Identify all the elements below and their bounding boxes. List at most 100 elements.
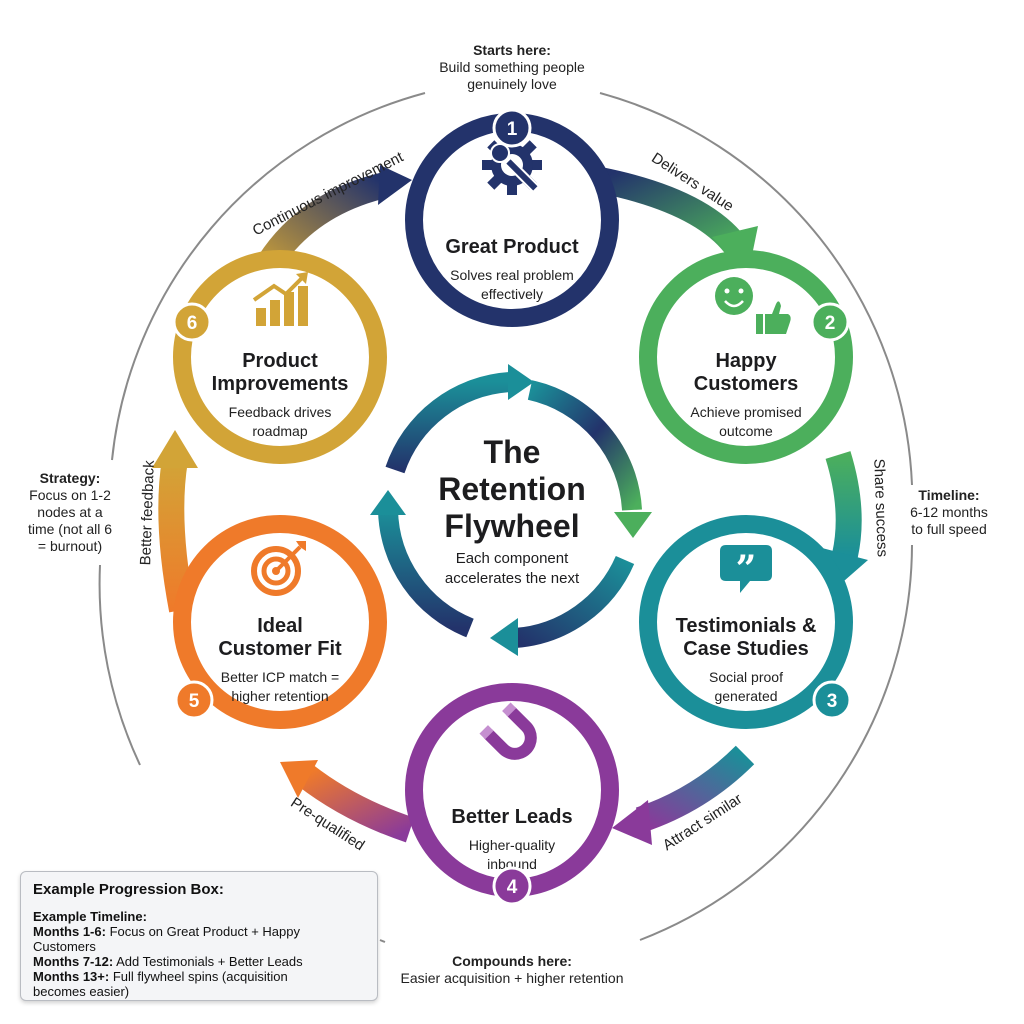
connector-arrow-4-5 (297, 764, 415, 843)
center-subtitle-line-1: Each component (456, 550, 569, 567)
timeline-line-2: to full speed (911, 521, 987, 537)
bar-chart-growth-icon (252, 272, 308, 326)
timeline-line-1: 6-12 months (910, 504, 988, 520)
node-description: Feedback drives (229, 404, 332, 420)
node-number-badge: 2 (810, 302, 850, 342)
strategy-line-4: = burnout) (37, 538, 103, 554)
node-number: 5 (189, 691, 200, 712)
compounds-here-title: Compounds here: (452, 953, 572, 969)
center-arc-left (378, 509, 474, 638)
example-row-text: Add Testimonials + Better Leads (113, 954, 303, 969)
starts-here-title: Starts here: (473, 42, 551, 58)
starts-here-annotation: Starts here: Build something people genu… (392, 42, 632, 93)
strategy-annotation: Strategy: Focus on 1-2 nodes at a time (… (18, 470, 122, 555)
node-ring (639, 515, 853, 729)
starts-here-line-2: genuinely love (467, 76, 557, 92)
node-description: outcome (719, 423, 773, 439)
node-description: Better ICP match = (221, 669, 339, 685)
compounds-here-annotation: Compounds here: Easier acquisition + hig… (372, 953, 652, 987)
example-box-row: Months 1-6: Focus on Great Product + Hap… (33, 924, 365, 954)
node-description: effectively (481, 286, 543, 302)
node-number-badge: 4 (492, 866, 532, 906)
node-ring (639, 250, 853, 464)
connector-arrowhead-4-5 (280, 760, 318, 798)
connector-label-better-feedback: Better feedback (137, 460, 158, 566)
center-arrowhead-right (614, 512, 652, 538)
center-arc-top (385, 372, 511, 474)
node-title: Happy (715, 350, 777, 372)
center-arrowhead-bottom (490, 618, 518, 656)
example-progression-box: Example Progression Box: Example Timelin… (20, 871, 378, 1001)
compounds-here-line-1: Easier acquisition + higher retention (400, 970, 624, 986)
center-arc-bottom (514, 555, 635, 648)
node-description: Solves real problem (450, 267, 574, 283)
quote-bubble-icon: ” (720, 545, 772, 593)
outer-circle-arc-left (111, 92, 426, 461)
node-description: Higher-quality (469, 837, 555, 853)
connector-arrowhead-3-4 (612, 800, 652, 845)
strategy-line-1: Focus on 1-2 (29, 487, 111, 503)
center-title-line-2: Retention (438, 471, 586, 507)
outer-circle-arc-left-lower (98, 564, 141, 766)
example-box-title: Example Progression Box: (33, 881, 224, 898)
node-number: 6 (187, 313, 198, 334)
connector-arrowhead-5-6 (152, 430, 198, 468)
connector-label-share-success: Share success (870, 458, 890, 557)
example-row-label: Months 7-12: (33, 954, 114, 969)
strategy-line-3: time (not all 6 (27, 521, 113, 537)
example-row-text: Full flywheel spins (acquisition (109, 969, 288, 984)
example-box-subtitle: Example Timeline: (33, 909, 147, 924)
node-description: Achieve promised (690, 404, 801, 420)
center-subtitle-line-2: accelerates the next (445, 570, 580, 587)
node-title: Product (242, 350, 318, 372)
connector-arrowhead-6-1 (378, 165, 412, 205)
node-title: Customers (694, 373, 798, 395)
node-description: Social proof (709, 669, 783, 685)
center-cycle-arrows (370, 364, 652, 656)
node-title: Case Studies (683, 638, 809, 660)
outer-circle-arc-right (599, 92, 913, 486)
outer-circle-arc-bottom (379, 939, 386, 943)
timeline-title: Timeline: (918, 487, 980, 503)
connector-arrow-3-4 (635, 745, 755, 833)
node-title: Customer Fit (218, 638, 342, 660)
node-number: 4 (507, 877, 518, 898)
svg-text:”: ” (736, 548, 757, 590)
example-row-label: Months 1-6: (33, 924, 106, 939)
example-row-text: Focus on Great Product + Happy Customers (33, 924, 300, 954)
node-title: Better Leads (451, 806, 572, 828)
magnet-icon (479, 702, 537, 760)
node-description: roadmap (252, 423, 307, 439)
example-box-row: Months 13+: Full flywheel spins (acquisi… (33, 969, 365, 984)
center-arc-right (527, 380, 642, 511)
center-title-group: The Retention Flywheel Each component ac… (438, 434, 586, 587)
timeline-annotation: Timeline: 6-12 months to full speed (895, 487, 1003, 538)
center-title-line-1: The (484, 434, 541, 470)
strategy-line-2: nodes at a (37, 504, 103, 520)
smiley-thumbs-up-icon (715, 277, 791, 334)
node-title: Testimonials & (676, 615, 817, 637)
example-box-row: Months 7-12: Add Testimonials + Better L… (33, 954, 365, 969)
node-title: Improvements (212, 373, 349, 395)
node-ring (173, 515, 387, 729)
node-number: 1 (507, 119, 518, 140)
node-description: higher retention (231, 688, 328, 704)
node-number-badge: 3 (812, 680, 852, 720)
node-number: 3 (827, 691, 838, 712)
node-title: Great Product (445, 236, 579, 258)
node-number-badge: 5 (174, 680, 214, 720)
connector-arrow-2-3 (825, 451, 862, 558)
center-arrowhead-top (508, 364, 534, 400)
example-box-row-continuation: becomes easier) (33, 984, 130, 999)
outer-circle-arc-right-lower (639, 544, 913, 941)
node-number-badge: 1 (492, 108, 532, 148)
center-arrowhead-left (370, 490, 406, 515)
